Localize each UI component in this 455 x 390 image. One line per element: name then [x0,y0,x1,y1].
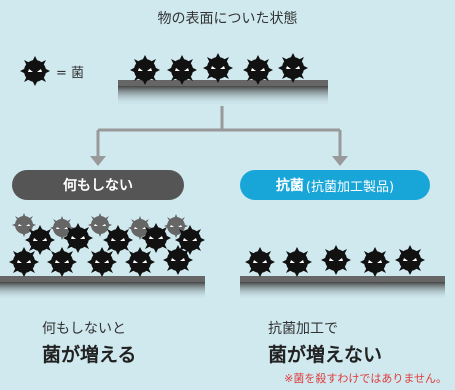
top-surface [118,80,328,106]
branch-label-antibacterial-text: 抗菌 [275,178,304,194]
caption-antibacterial-line2: 菌が増えない [268,344,383,366]
diagram-title: 物の表面についた状態 [157,11,298,27]
left-germs [9,213,205,277]
right-germs [245,245,425,277]
arrow-head-right [332,156,348,166]
caption-antibacterial: 抗菌加工で 菌が増えない [268,318,382,367]
branch-label-untreated: 何もしない [12,170,184,200]
legend: = 菌 [18,56,84,86]
branch-label-antibacterial: 抗菌 (抗菌加工製品) [240,170,430,200]
branch-label-antibacterial-sub: (抗菌加工製品) [305,179,395,195]
caption-untreated-line2: 菌が増える [42,344,137,366]
left-surface [0,276,205,300]
caption-untreated: 何もしないと 菌が増える [42,318,136,367]
bacteria-icon [20,56,50,86]
right-surface [240,276,445,300]
disclaimer-note: ※菌を殺すわけではありません。 [284,372,447,385]
caption-untreated-line1: 何もしないと [42,321,126,337]
arrow-head-left [90,156,106,166]
branch-label-untreated-text: 何もしない [63,178,133,194]
legend-label: = 菌 [56,65,85,81]
branch-arrows [96,106,342,158]
caption-antibacterial-line1: 抗菌加工で [268,321,338,337]
